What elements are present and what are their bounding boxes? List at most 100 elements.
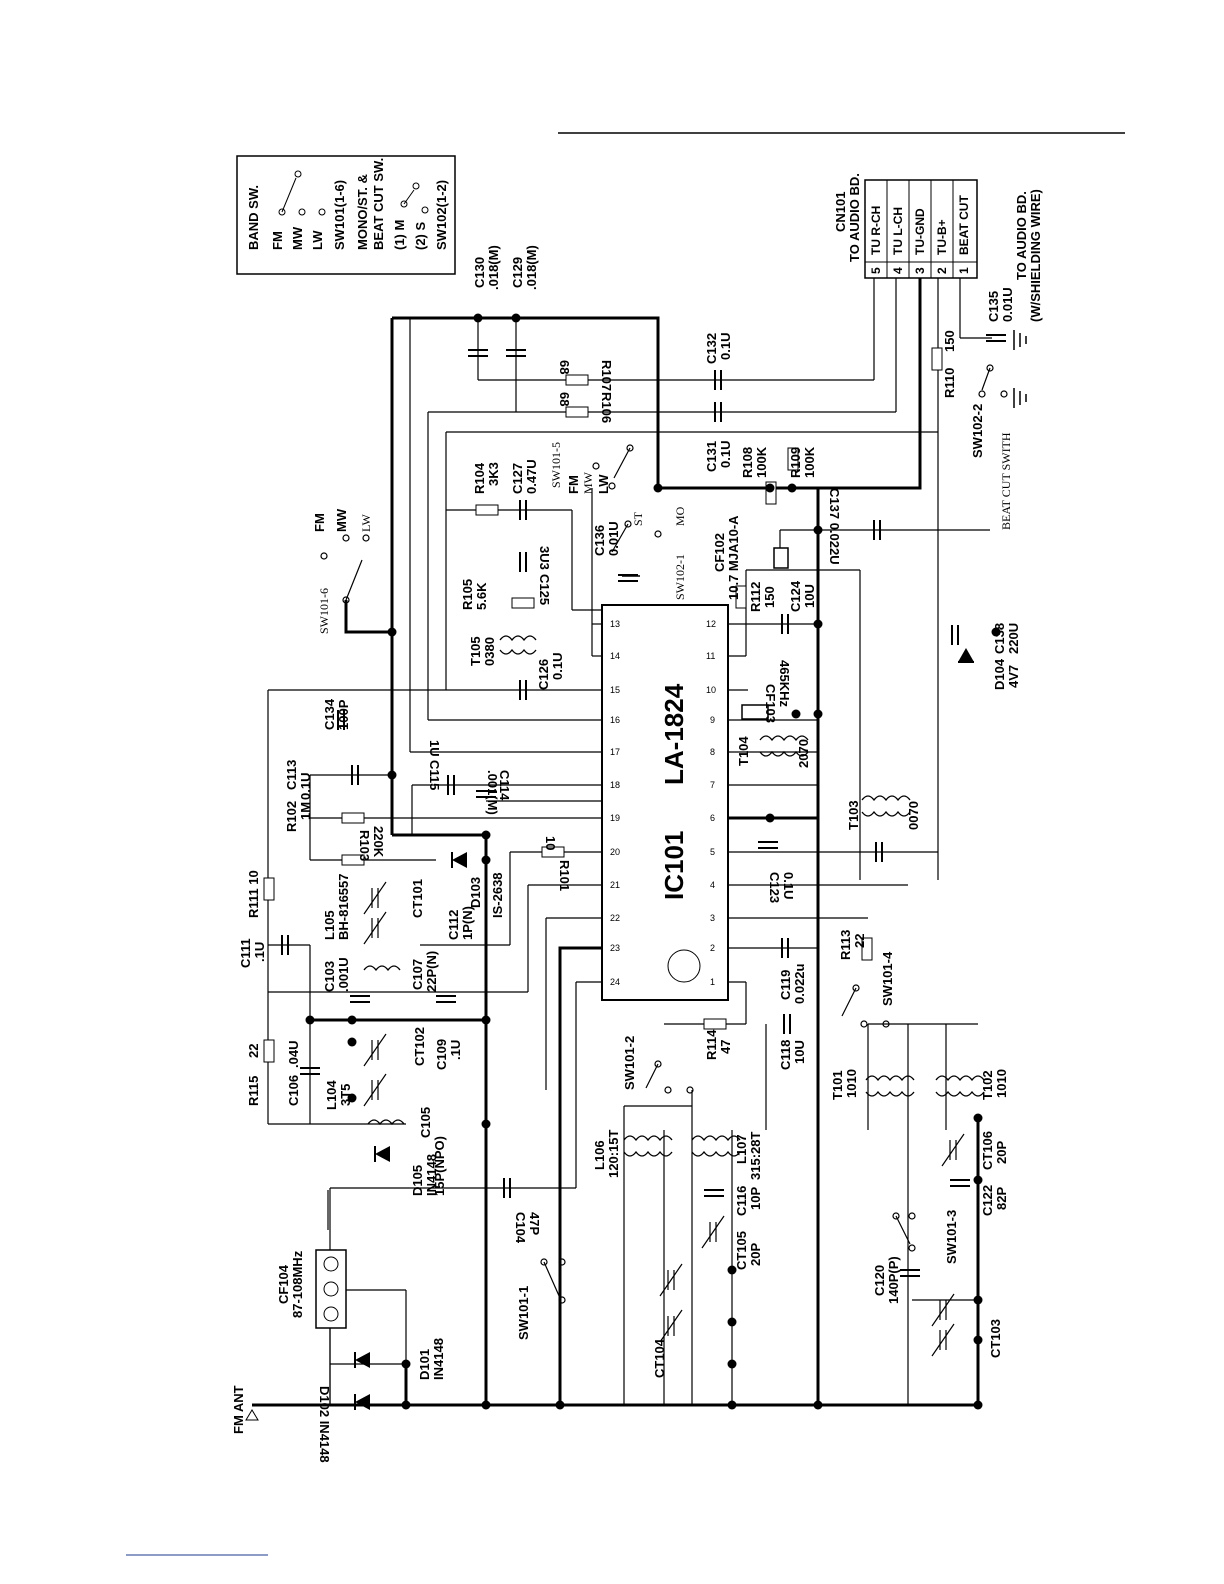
r113-ref: R113 bbox=[838, 930, 853, 960]
cn101-pin5-num: 5 bbox=[869, 267, 883, 274]
sw102-1-st: ST bbox=[631, 511, 645, 526]
c115-val: 1U bbox=[427, 740, 442, 757]
c106-val: .04U bbox=[286, 1041, 301, 1068]
c129-ref: C129 bbox=[510, 257, 525, 288]
component-labels: FM ANT D102 IN4148 D101 IN4148 CF104 87-… bbox=[231, 245, 1021, 1462]
c103-ref: C103 bbox=[322, 961, 337, 992]
sw101-6-mw: MW bbox=[334, 508, 349, 532]
d105-ref: D105 bbox=[410, 1165, 425, 1196]
d102-label: D102 IN4148 bbox=[317, 1386, 332, 1463]
ct105-val: 20P bbox=[748, 1243, 763, 1266]
d104-val: 4V7 bbox=[1006, 665, 1021, 688]
wiring bbox=[252, 278, 992, 1407]
cn101-pin4-name: TU L-CH bbox=[891, 207, 905, 255]
sw101-6-fm: FM bbox=[312, 513, 327, 532]
r108-ref: R108 bbox=[740, 447, 755, 478]
ic-pin-9: 9 bbox=[710, 715, 715, 725]
sw101-2-label: SW101-2 bbox=[622, 1036, 637, 1090]
c113-ref: C113 bbox=[284, 760, 299, 790]
r113-val: 22 bbox=[852, 934, 867, 948]
t102-ref: T102 bbox=[980, 1070, 995, 1100]
r112-val: 150 bbox=[762, 586, 777, 608]
sw102-2-label: SW102-2 bbox=[970, 404, 985, 458]
c119-val: 0.022u bbox=[792, 963, 807, 1004]
r112-ref: R112 bbox=[748, 582, 763, 612]
cn101-dest: TO AUDIO BD. bbox=[847, 173, 862, 262]
ct102-label: CT102 bbox=[412, 1027, 427, 1066]
ic-pin-13: 13 bbox=[610, 619, 620, 629]
legend-sw101: SW101(1-6) bbox=[332, 180, 347, 250]
ic-pin-19: 19 bbox=[610, 813, 620, 823]
cn101-pin2-name: TU-B+ bbox=[935, 219, 949, 255]
cn101-pin2-num: 2 bbox=[935, 267, 949, 274]
d103-ref: D103 bbox=[468, 877, 483, 908]
t104-ref: T104 bbox=[736, 736, 751, 766]
ic101-part: LA-1824 bbox=[659, 683, 689, 785]
cf104-ref: CF104 bbox=[276, 1264, 291, 1304]
sw102-1-mo: MO bbox=[673, 506, 687, 526]
ct106-val: 20P bbox=[994, 1141, 1009, 1164]
sw101-1-label: SW101-1 bbox=[516, 1286, 531, 1340]
ic-pin-8: 8 bbox=[710, 747, 715, 757]
c109-ref: C109 bbox=[434, 1039, 449, 1070]
c130-ref: C130 bbox=[472, 257, 487, 288]
cf103-ref: CF103 bbox=[763, 684, 778, 723]
r107-ref: R107 bbox=[599, 360, 614, 391]
c125-ref: C125 bbox=[537, 574, 552, 605]
band-switch-legend: BAND SW. FM MW LW SW101(1-6) MONO/ST. & … bbox=[236, 155, 456, 275]
l104-val: 3T5 bbox=[338, 1084, 353, 1106]
r108-val: 100K bbox=[754, 446, 769, 478]
ic101-ref: IC101 bbox=[659, 831, 689, 900]
c118-val: 10U bbox=[792, 1040, 807, 1064]
r114-ref: R114 bbox=[704, 1029, 719, 1060]
c124-ref: C124 bbox=[788, 580, 803, 612]
ic-pin-12: 12 bbox=[706, 619, 716, 629]
c114-val: .001(M) bbox=[485, 770, 500, 815]
c111-ref: C111 bbox=[238, 938, 253, 968]
r114-val: 47 bbox=[718, 1040, 733, 1054]
r102-val: 1M bbox=[298, 802, 313, 820]
c130-val: .018(M) bbox=[486, 245, 501, 290]
r103-ref: R103 bbox=[357, 830, 372, 861]
sw101-5-fm: FM bbox=[566, 475, 581, 494]
legend-lw: LW bbox=[310, 230, 325, 250]
ic-pin-21: 21 bbox=[610, 880, 620, 890]
c105-val: 15P(NPO) bbox=[432, 1136, 447, 1196]
r106-val: 68 bbox=[557, 392, 572, 406]
c125-val: 3U3 bbox=[537, 546, 552, 570]
cn101-connector: CN101 TO AUDIO BD. 5 TU R-CH 4 TU L-CH 3… bbox=[833, 173, 1043, 322]
r104-val: 3K3 bbox=[486, 462, 501, 486]
c136-ref: C136 bbox=[592, 525, 607, 556]
ic-pin-6: 6 bbox=[710, 813, 715, 823]
t101-val: 1010 bbox=[844, 1069, 859, 1098]
ct101-label: CT101 bbox=[410, 879, 425, 918]
components bbox=[245, 330, 1027, 1421]
r110-val: 150 bbox=[942, 330, 957, 352]
cn101-pin1-num: 1 bbox=[957, 267, 971, 274]
c112-val: 1P(N) bbox=[460, 906, 475, 940]
r103-val: 220K bbox=[371, 826, 386, 858]
c132-val: 0.1U bbox=[718, 333, 733, 360]
switches bbox=[320, 364, 1008, 1304]
ic-pin-15: 15 bbox=[610, 685, 620, 695]
sw101-5-mw: MW bbox=[581, 471, 595, 494]
cn101-pin1-name: BEAT CUT bbox=[957, 195, 971, 255]
ic-pin-5: 5 bbox=[710, 847, 715, 857]
d103-val: IS-2638 bbox=[490, 872, 505, 918]
c119-ref: C119 bbox=[778, 970, 793, 1000]
ic-pin-14: 14 bbox=[610, 651, 620, 661]
r115-val: 22 bbox=[246, 1044, 261, 1058]
legend-title: BAND SW. bbox=[246, 185, 261, 250]
r101-ref: R101 bbox=[557, 860, 572, 891]
t103-ref: T103 bbox=[846, 800, 861, 830]
ic-pin-16: 16 bbox=[610, 715, 620, 725]
l107-ref: L107 bbox=[734, 1134, 749, 1164]
r110-ref: R110 bbox=[942, 368, 957, 398]
ic-pin-22: 22 bbox=[610, 913, 620, 923]
r107-val: 68 bbox=[557, 360, 572, 374]
c123-val: 0.1U bbox=[781, 872, 796, 899]
sw101-4-label: SW101-4 bbox=[880, 951, 895, 1006]
t105-ref: T105 bbox=[468, 636, 483, 666]
c105-ref: C105 bbox=[418, 1107, 433, 1138]
